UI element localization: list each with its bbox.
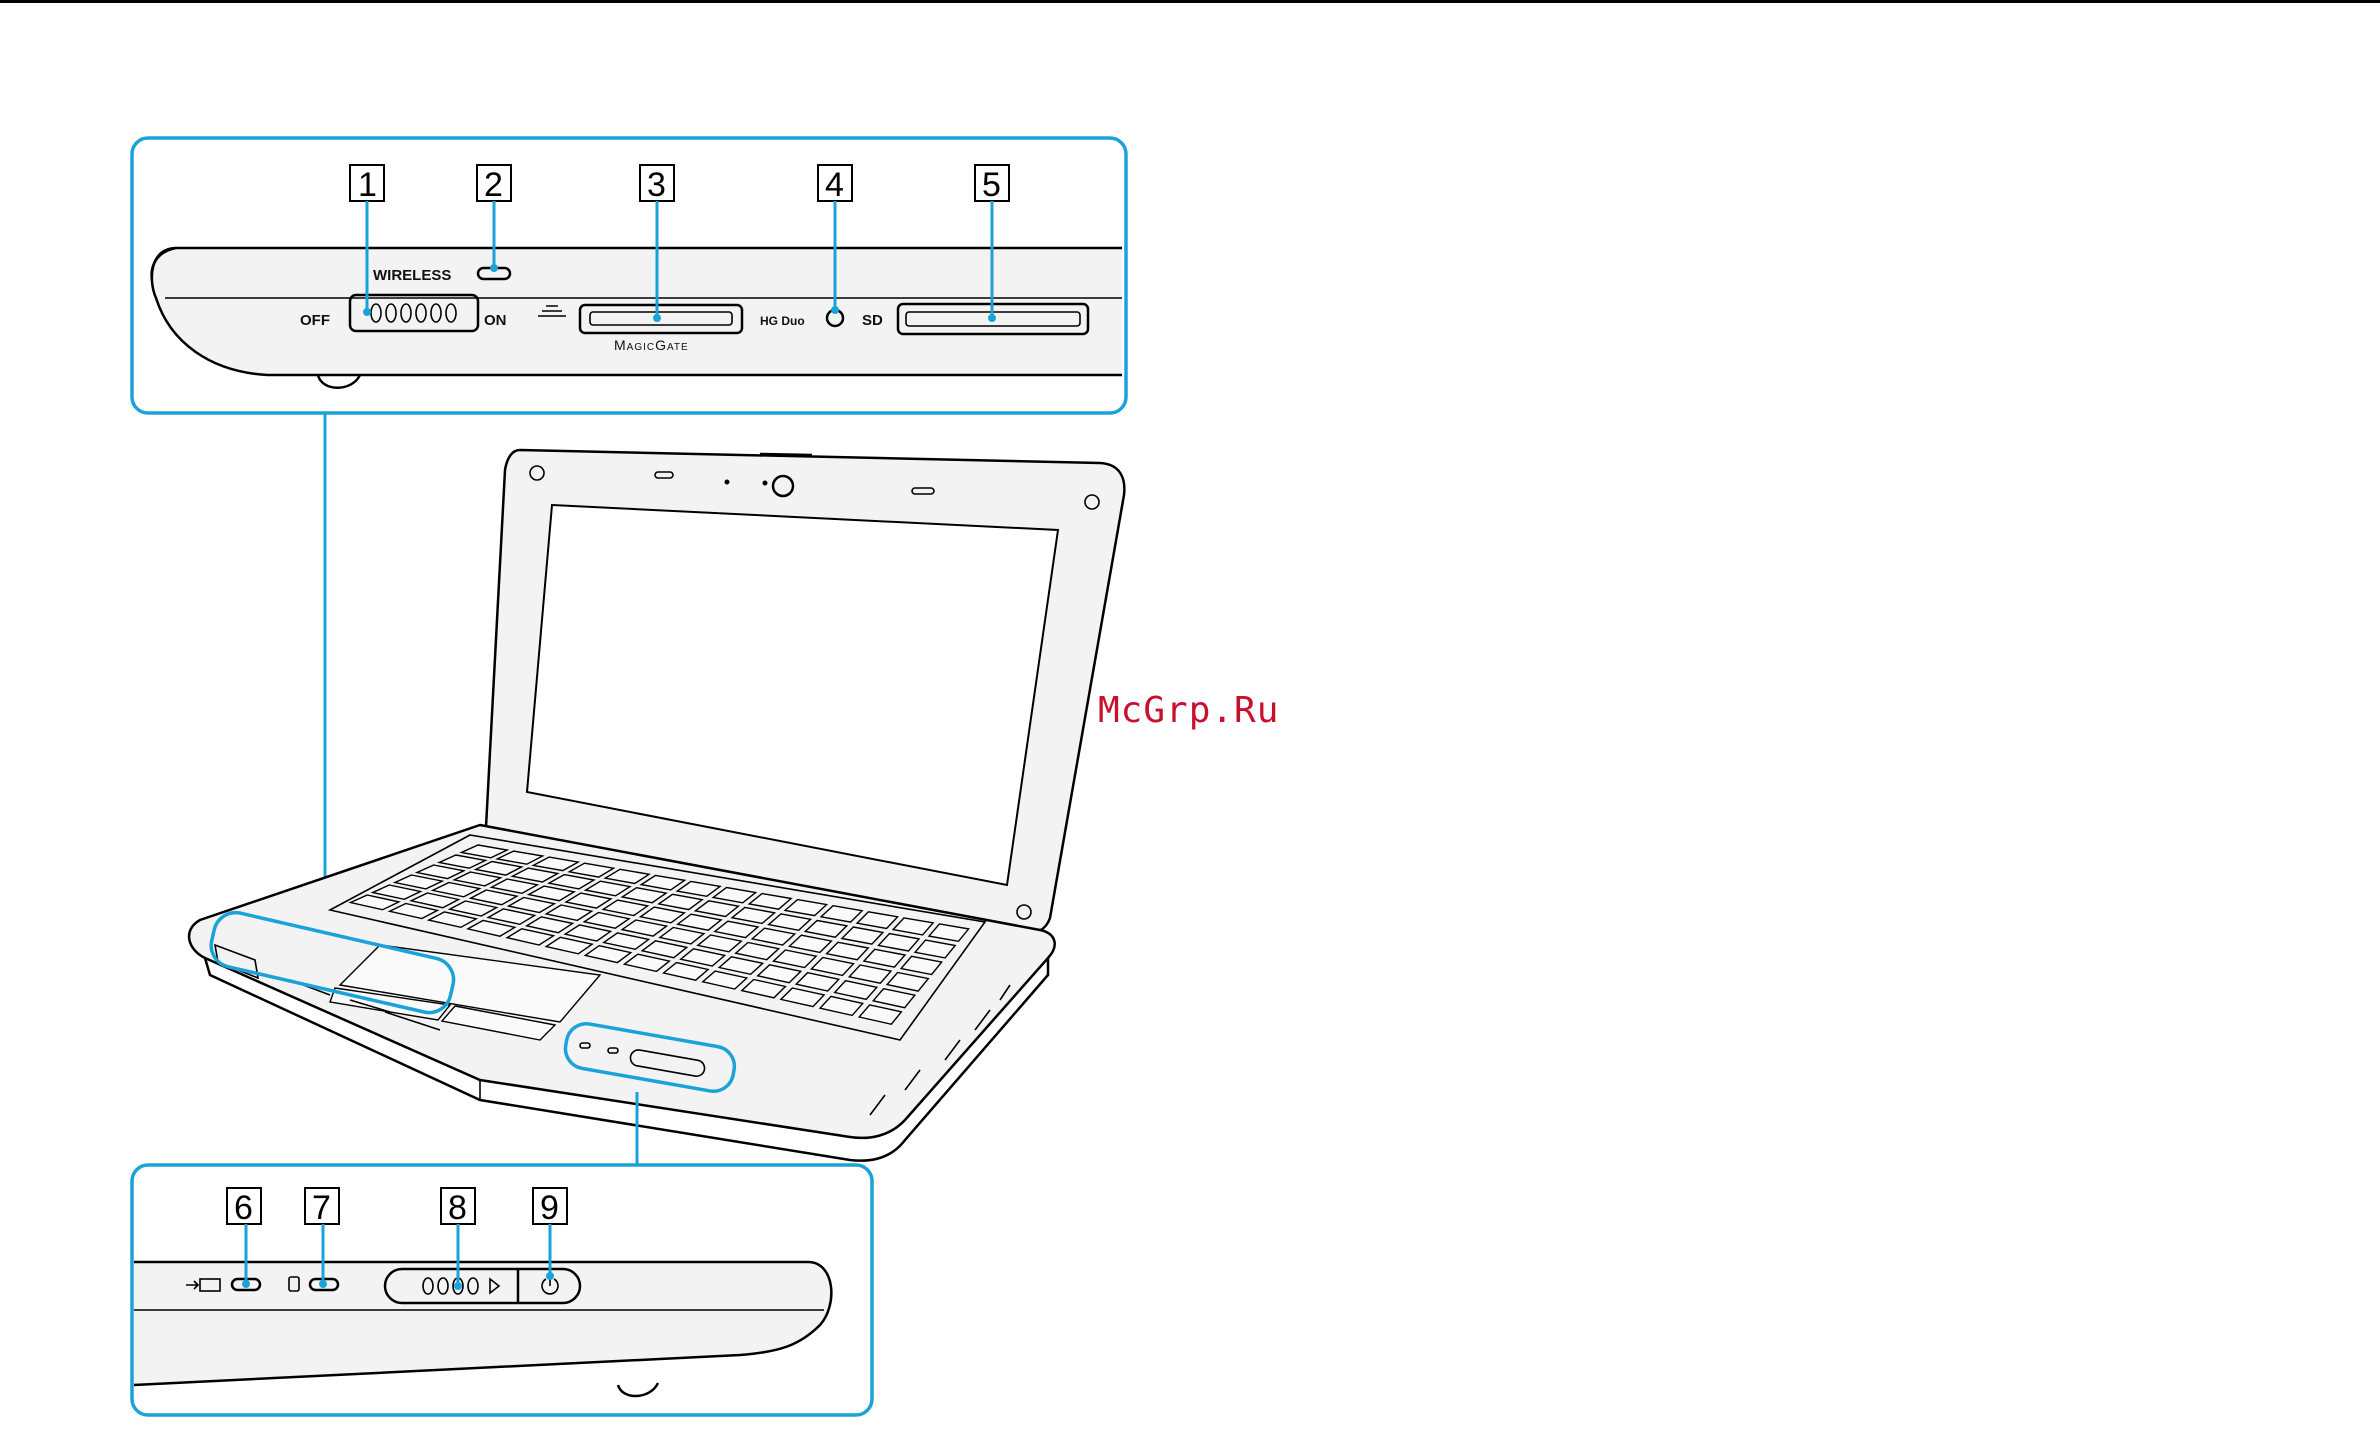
svg-text:3: 3 xyxy=(647,166,666,204)
svg-text:1: 1 xyxy=(358,166,377,204)
svg-text:4: 4 xyxy=(825,166,844,204)
svg-text:7: 7 xyxy=(312,1189,331,1227)
svg-text:5: 5 xyxy=(982,166,1001,204)
wireless-label: WIRELESS xyxy=(373,267,451,284)
laptop-illustration xyxy=(189,450,1124,1161)
hg-duo-label: HG Duo xyxy=(760,314,805,328)
sd-label: SD xyxy=(862,312,883,329)
watermark: McGrp.Ru xyxy=(1098,690,1279,731)
front-edge-body xyxy=(134,1262,831,1385)
svg-text:6: 6 xyxy=(234,1189,253,1227)
off-label: OFF xyxy=(300,312,330,329)
svg-text:9: 9 xyxy=(540,1189,559,1227)
svg-text:2: 2 xyxy=(484,166,503,204)
left-edge-foot xyxy=(318,375,360,388)
front-edge-foot xyxy=(618,1383,658,1396)
on-label: ON xyxy=(484,312,507,329)
magicgate-label: MagicGate xyxy=(614,337,689,353)
svg-text:8: 8 xyxy=(448,1189,467,1227)
